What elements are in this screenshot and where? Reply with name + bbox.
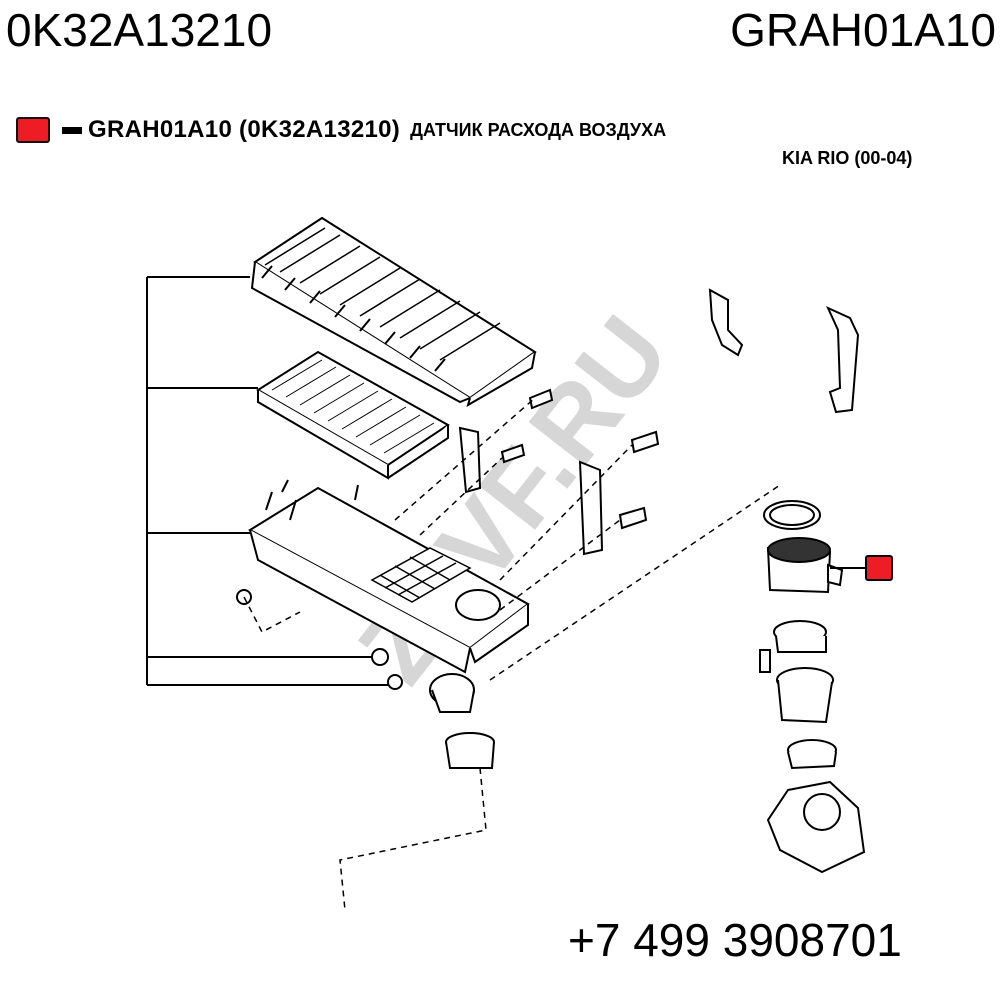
contact-phone: +7 499 3908701 xyxy=(568,914,902,966)
red-part-marker xyxy=(865,555,893,581)
part-number-left: 0K32A13210 xyxy=(6,4,273,56)
intake-column xyxy=(763,500,866,874)
legend-dash xyxy=(62,126,82,134)
red-marker-swatch xyxy=(16,117,50,143)
mounting-brackets xyxy=(458,288,860,556)
air-cleaner-cover xyxy=(250,216,537,408)
assembly-dashed-lines xyxy=(243,397,781,911)
legend-part-description: ДАТЧИК РАСХОДА ВОЗДУХА xyxy=(410,119,667,140)
grommets xyxy=(236,589,403,690)
part-number-right: GRAH01A10 xyxy=(730,4,996,56)
air-cleaner-lower-case xyxy=(247,479,530,674)
legend-row: GRAH01A10 (0K32A13210) ДАТЧИК РАСХОДА ВО… xyxy=(16,114,666,146)
air-filter-element xyxy=(256,350,450,480)
legend-part-code: GRAH01A10 (0K32A13210) xyxy=(88,116,401,143)
intake-duct xyxy=(429,673,495,769)
leader-bracket xyxy=(146,276,388,686)
vehicle-model: KIA RIO (00-04) xyxy=(782,148,913,168)
bolts xyxy=(500,388,771,673)
mass-airflow-sensor xyxy=(766,537,844,594)
